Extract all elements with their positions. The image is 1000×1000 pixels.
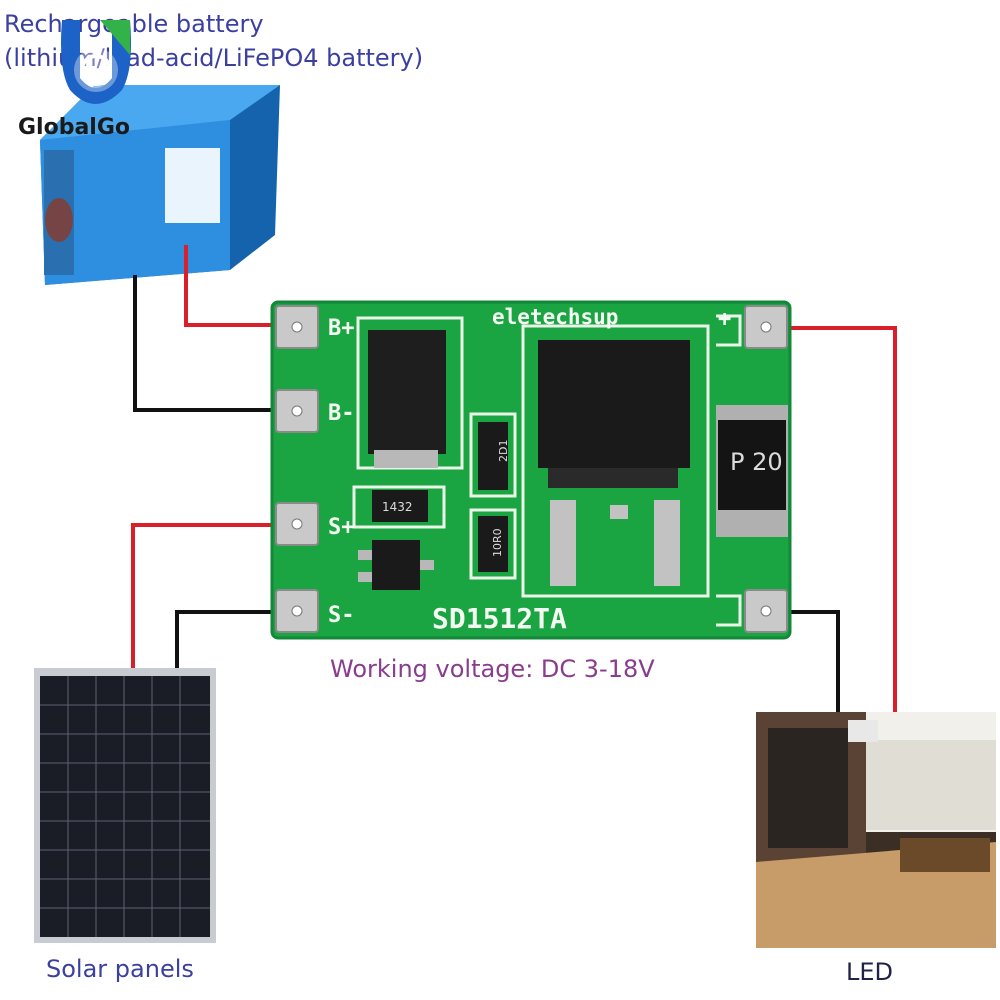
pin-s-minus: S- (328, 603, 355, 628)
pin-b-minus: B- (328, 401, 355, 426)
solar-negative-wire (175, 610, 293, 670)
resistor-1-marking: 1432 (382, 500, 413, 514)
globalgo-logo: GlobalGo (18, 20, 131, 140)
led-positive-wire (770, 326, 897, 712)
led-scene-image (756, 712, 996, 948)
battery-title-line1: Rechargeable battery (4, 10, 264, 38)
battery-image (40, 85, 280, 285)
pin-b-plus: B+ (328, 316, 355, 341)
board-brand: eletechsup (492, 305, 618, 329)
resistor-2-marking: 2D1 (497, 440, 510, 462)
wires (131, 245, 897, 712)
solar-panels-label: Solar panels (46, 955, 194, 983)
resistor-3-marking: 10R0 (491, 528, 504, 557)
solar-panel-image (34, 668, 216, 943)
pin-s-plus: S+ (328, 515, 355, 540)
diode-marking: P 20 (730, 448, 783, 476)
led-label: LED (846, 958, 894, 986)
pin-out-plus: + (718, 307, 731, 332)
battery-negative-wire (133, 275, 293, 412)
board-model: SD1512TA (432, 602, 567, 635)
pcb-board (270, 300, 792, 640)
battery-positive-wire (184, 245, 293, 327)
logo-text: GlobalGo (18, 115, 130, 140)
solar-positive-wire (131, 523, 293, 670)
working-voltage-label: Working voltage: DC 3-18V (330, 655, 655, 683)
led-negative-wire (775, 610, 840, 712)
